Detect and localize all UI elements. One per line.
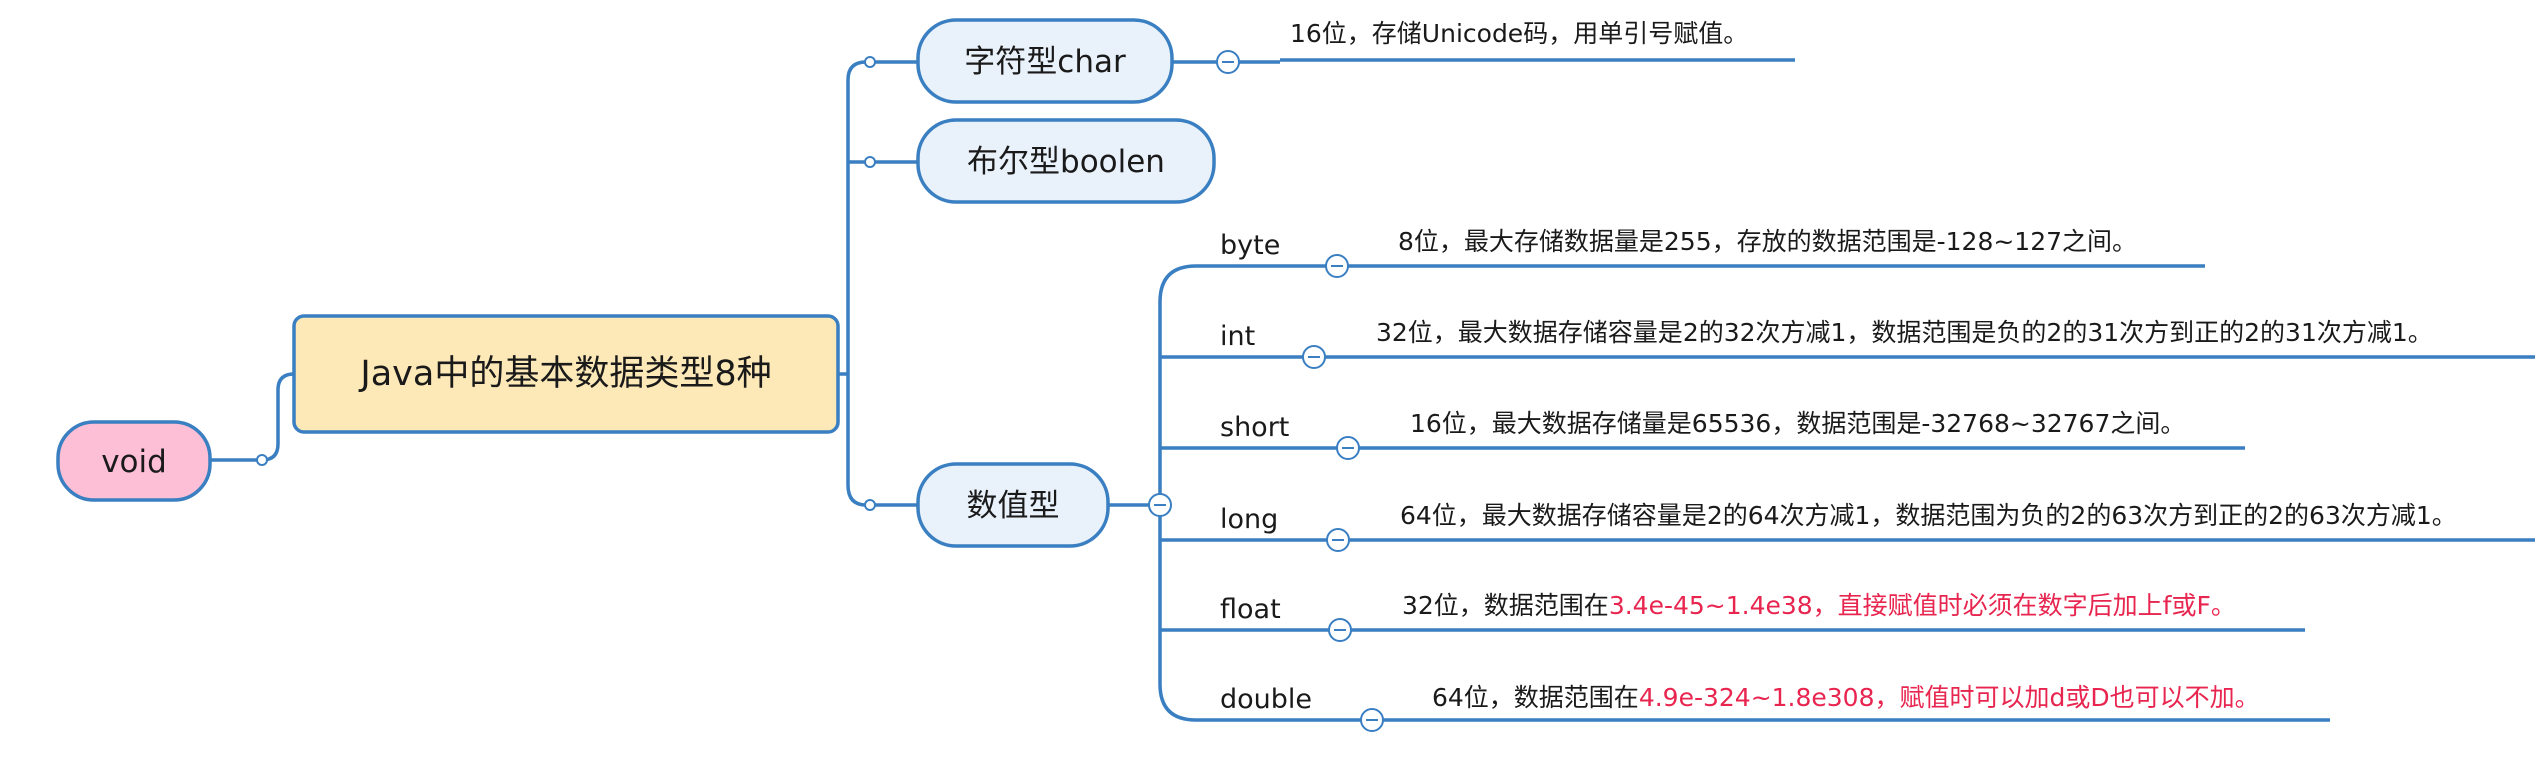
branch-char-label: 字符型char (964, 44, 1126, 80)
desc-float: 32位，数据范围在3.4e-45~1.4e38，直接赋值时必须在数字后加上f或F… (1402, 591, 2236, 620)
type-name-long: long (1220, 504, 1278, 535)
junction-dot (864, 56, 876, 68)
desc-float-text: 32位，数据范围在 (1402, 591, 1609, 620)
type-name-short: short (1220, 412, 1289, 443)
branch-numeric-node[interactable] (916, 462, 1110, 548)
desc-float-highlight: 3.4e-45~1.4e38，直接赋值时必须在数字后加上f或F。 (1609, 591, 2236, 620)
junction-dot (864, 156, 876, 168)
desc-double: 64位，数据范围在4.9e-324~1.8e308，赋值时可以加d或D也可以不加… (1432, 683, 2260, 712)
desc-int: 32位，最大数据存储容量是2的32次方减1，数据范围是负的2的31次方到正的2的… (1376, 318, 2433, 347)
branch-numeric-label: 数值型 (967, 488, 1060, 524)
collapse-toggle-float[interactable] (1328, 618, 1352, 642)
desc-short: 16位，最大数据存储量是65536，数据范围是-32768~32767之间。 (1410, 409, 2185, 438)
branch-boolean-label: 布尔型boolen (967, 144, 1165, 180)
type-name-byte: byte (1220, 230, 1280, 261)
root-node[interactable] (56, 420, 212, 502)
type-name-int: int (1220, 321, 1255, 352)
junction-dot (256, 454, 268, 466)
collapse-toggle-int[interactable] (1302, 345, 1326, 369)
type-name-float: float (1220, 594, 1281, 625)
type-name-double: double (1220, 684, 1312, 715)
collapse-toggle-long[interactable] (1326, 528, 1350, 552)
edge-numeric-bracket (1108, 264, 1330, 722)
edge-root-main (210, 372, 295, 462)
edge-main-trunk (838, 60, 918, 507)
desc-double-highlight: 4.9e-324~1.8e308，赋值时可以加d或D也可以不加。 (1639, 683, 2260, 712)
root-label: void (101, 444, 167, 480)
desc-double-text: 64位，数据范围在 (1432, 683, 1639, 712)
collapse-toggle-char[interactable] (1216, 50, 1240, 74)
collapse-toggle-byte[interactable] (1325, 254, 1349, 278)
junction-dot (864, 499, 876, 511)
collapse-toggle-short[interactable] (1336, 436, 1360, 460)
desc-byte: 8位，最大存储数据量是255，存放的数据范围是-128~127之间。 (1398, 227, 2137, 256)
main-topic-node[interactable] (292, 314, 840, 434)
branch-char-node[interactable] (916, 18, 1174, 104)
desc-long: 64位，最大数据存储容量是2的64次方减1，数据范围为负的2的63次方到正的2的… (1400, 501, 2457, 530)
collapse-toggle-numeric[interactable] (1148, 493, 1172, 517)
char-description: 16位，存储Unicode码，用单引号赋值。 (1290, 19, 1748, 48)
main-topic-label: Java中的基本数据类型8种 (358, 354, 771, 394)
collapse-toggle-double[interactable] (1360, 708, 1384, 732)
branch-boolean-node[interactable] (916, 118, 1216, 204)
